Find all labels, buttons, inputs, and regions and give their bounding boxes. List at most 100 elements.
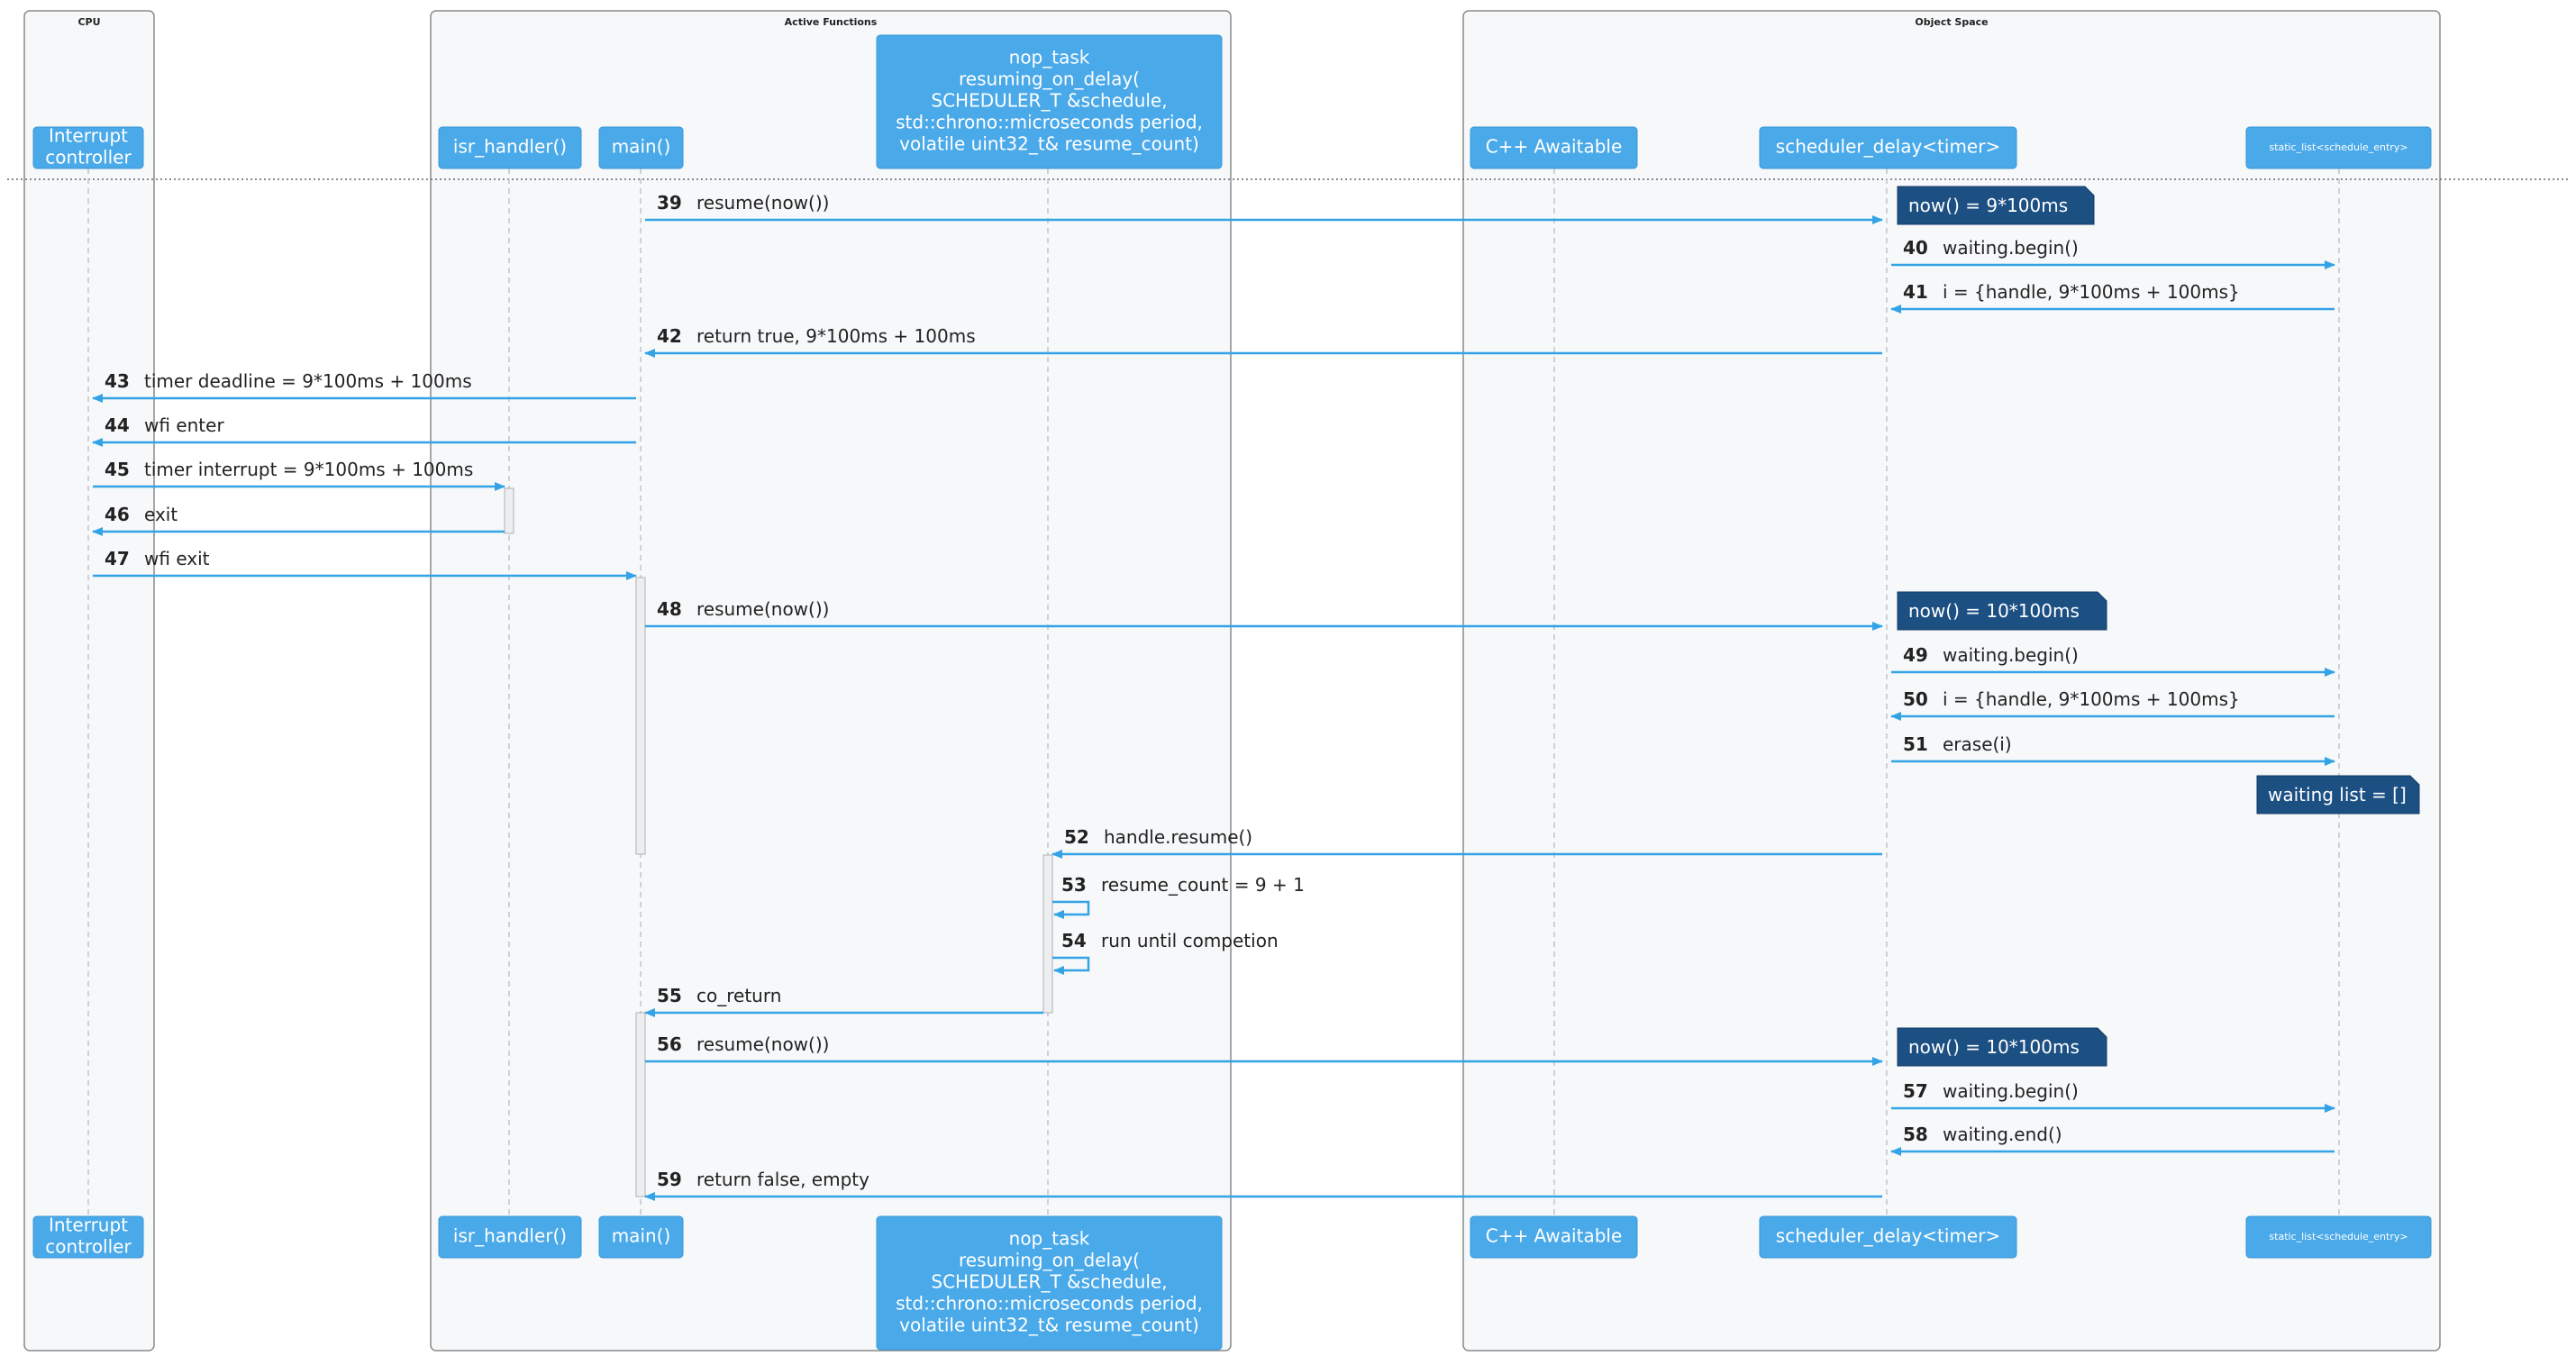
message-label: timer interrupt = 9*100ms + 100ms: [144, 459, 473, 480]
group-title-objects: Object Space: [1915, 16, 1988, 28]
group-active: [430, 10, 1232, 1351]
message-56: 56 resume(now()): [645, 1033, 1883, 1066]
participant-label-sched: scheduler_delay<timer>: [1776, 136, 2000, 158]
message-number: 49: [1903, 644, 1928, 666]
message-label: i = {handle, 9*100ms + 100ms}: [1943, 688, 2240, 710]
participant-isr-bottom: isr_handler(): [438, 1215, 582, 1259]
message-43: 43 timer deadline = 9*100ms + 100ms: [92, 370, 636, 403]
message-59: 59 return false, empty: [644, 1169, 1882, 1201]
message-label: exit: [144, 504, 177, 525]
message-number: 51: [1903, 733, 1928, 755]
note-3: waiting list = []: [2256, 775, 2420, 815]
activation-isr: [504, 487, 514, 534]
group-cpu: [23, 10, 155, 1351]
participant-slist-bottom: static_list<schedule_entry>: [2245, 1215, 2432, 1259]
message-label: resume(now()): [696, 598, 829, 620]
message-number: 56: [657, 1033, 682, 1055]
note-2: now() = 10*100ms: [1897, 591, 2107, 631]
message-label: return true, 9*100ms + 100ms: [696, 325, 976, 347]
message-number: 53: [1061, 874, 1087, 896]
message-number: 40: [1903, 237, 1928, 259]
message-label: resume(now()): [696, 192, 829, 214]
participant-sched-top: scheduler_delay<timer>: [1759, 126, 2017, 169]
message-number: 48: [657, 598, 682, 620]
participant-label-awaitable: C++ Awaitable: [1486, 1225, 1623, 1247]
message-label: timer deadline = 9*100ms + 100ms: [144, 370, 472, 392]
activation-nop: [1042, 854, 1053, 1014]
message-53: 53 resume_count = 9 + 1: [1052, 874, 1305, 919]
participant-isr-top: isr_handler(): [438, 126, 582, 169]
message-46: 46 exit: [92, 504, 505, 536]
participant-label-main: main(): [612, 1225, 671, 1247]
message-label: i = {handle, 9*100ms + 100ms}: [1943, 281, 2240, 303]
participant-label-slist: static_list<schedule_entry>: [2269, 141, 2408, 153]
note-1: now() = 9*100ms: [1897, 186, 2095, 225]
message-57: 57 waiting.begin(): [1891, 1080, 2335, 1113]
message-number: 54: [1061, 930, 1087, 951]
message-39: 39 resume(now()): [645, 192, 1883, 224]
participant-label-isr: isr_handler(): [453, 136, 567, 158]
message-51: 51 erase(i): [1891, 733, 2335, 766]
message-label: erase(i): [1943, 733, 2012, 755]
participant-awaitable-top: C++ Awaitable: [1470, 126, 1638, 169]
message-label: resume(now()): [696, 1033, 829, 1055]
group-objects: [1462, 10, 2441, 1351]
message-number: 42: [657, 325, 682, 347]
message-number: 43: [105, 370, 130, 392]
participant-main-top: main(): [598, 126, 684, 169]
message-label: wfi enter: [144, 414, 224, 436]
participant-label-slist: static_list<schedule_entry>: [2269, 1231, 2408, 1242]
message-58: 58 waiting.end(): [1890, 1124, 2335, 1156]
activation-main: [635, 1012, 646, 1197]
message-label: handle.resume(): [1104, 826, 1252, 848]
message-49: 49 waiting.begin(): [1891, 644, 2335, 677]
message-50: 50 i = {handle, 9*100ms + 100ms}: [1890, 688, 2335, 721]
message-label: resume_count = 9 + 1: [1101, 874, 1305, 896]
message-number: 39: [657, 192, 682, 214]
message-number: 47: [105, 548, 130, 569]
message-number: 50: [1903, 688, 1928, 710]
group-title-cpu: CPU: [77, 16, 100, 28]
note-text: now() = 10*100ms: [1908, 1036, 2080, 1058]
message-label: run until competion: [1101, 930, 1279, 951]
participant-awaitable-bottom: C++ Awaitable: [1470, 1215, 1638, 1259]
message-number: 55: [657, 985, 682, 1006]
note-text: now() = 9*100ms: [1908, 195, 2068, 216]
message-number: 52: [1064, 826, 1089, 848]
message-number: 41: [1903, 281, 1928, 303]
participant-label-awaitable: C++ Awaitable: [1486, 136, 1623, 158]
participant-label-isr: isr_handler(): [453, 1225, 567, 1247]
message-label: waiting.end(): [1943, 1124, 2062, 1145]
message-number: 46: [105, 504, 130, 525]
note-4: now() = 10*100ms: [1897, 1027, 2107, 1067]
message-number: 44: [105, 414, 130, 436]
message-41: 41 i = {handle, 9*100ms + 100ms}: [1890, 281, 2335, 314]
message-number: 58: [1903, 1124, 1928, 1145]
message-45: 45 timer interrupt = 9*100ms + 100ms: [93, 459, 505, 491]
group-title-active: Active Functions: [785, 16, 878, 28]
message-number: 57: [1903, 1080, 1928, 1102]
participant-label-sched: scheduler_delay<timer>: [1776, 1225, 2000, 1247]
message-label: wfi exit: [144, 548, 210, 569]
message-number: 45: [105, 459, 130, 480]
message-label: waiting.begin(): [1943, 644, 2079, 666]
participant-label-main: main(): [612, 136, 671, 158]
note-text: now() = 10*100ms: [1908, 600, 2080, 622]
participant-main-bottom: main(): [598, 1215, 684, 1259]
message-number: 59: [657, 1169, 682, 1190]
message-label: return false, empty: [696, 1169, 869, 1190]
note-text: waiting list = []: [2268, 784, 2407, 805]
message-label: waiting.begin(): [1943, 1080, 2079, 1102]
message-48: 48 resume(now()): [645, 598, 1883, 631]
